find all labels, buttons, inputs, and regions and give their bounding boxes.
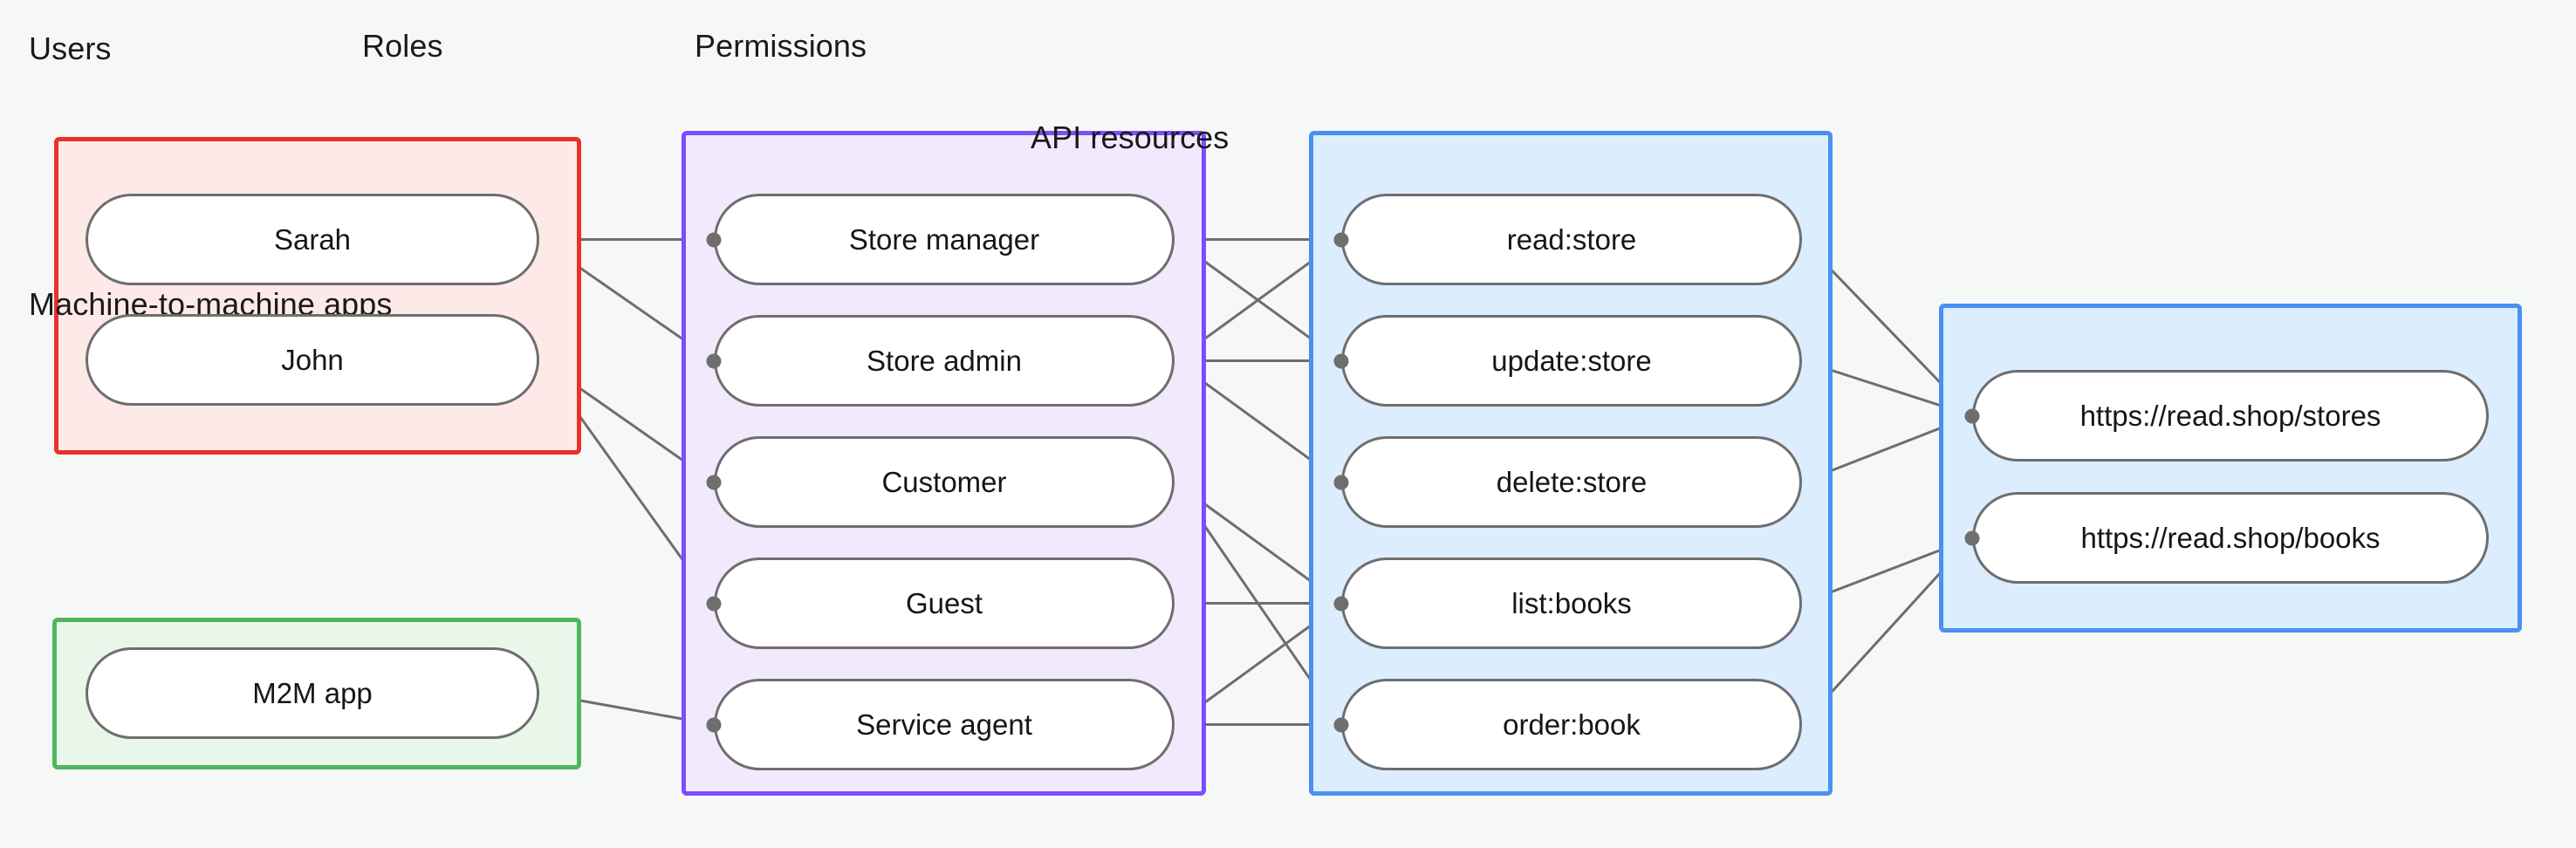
group-label-api: API resources [1031,120,1230,155]
group-label-permissions: Permissions [695,28,867,64]
node-label-read_store: read:store [1506,222,1637,256]
node-order_book[interactable]: order:book [1341,679,1802,770]
node-store_admin[interactable]: Store admin [714,315,1175,407]
node-label-service_agent: Service agent [856,708,1032,741]
node-label-list_books: list:books [1511,586,1632,619]
group-label-users: Users [29,31,112,66]
node-john[interactable]: John [86,314,539,406]
node-list_books[interactable]: list:books [1341,557,1802,649]
node-label-store_manager: Store manager [848,222,1040,256]
port-dot-order_book [1333,717,1349,732]
port-dot-customer [706,475,722,489]
port-dot-res_books [1964,530,1980,545]
port-dot-list_books [1333,596,1349,611]
node-label-res_stores: https://read.shop/stores [2079,399,2381,432]
port-dot-read_store [1333,232,1349,247]
port-dot-store_manager [706,232,722,247]
node-label-customer: Customer [881,465,1007,498]
node-label-guest: Guest [905,586,983,619]
node-guest[interactable]: Guest [714,557,1175,649]
port-dot-delete_store [1333,475,1349,489]
node-read_store[interactable]: read:store [1341,194,1802,285]
node-service_agent[interactable]: Service agent [714,679,1175,770]
node-store_manager[interactable]: Store manager [714,194,1175,285]
node-label-update_store: update:store [1491,344,1652,377]
node-label-res_books: https://read.shop/books [2080,521,2381,554]
port-dot-res_stores [1964,408,1980,423]
port-dot-update_store [1333,353,1349,368]
port-dot-service_agent [706,717,722,732]
node-res_books[interactable]: https://read.shop/books [1972,492,2489,584]
node-label-store_admin: Store admin [867,344,1022,377]
node-sarah[interactable]: Sarah [86,194,539,285]
node-update_store[interactable]: update:store [1341,315,1802,407]
node-label-order_book: order:book [1503,708,1641,741]
node-customer[interactable]: Customer [714,436,1175,528]
node-m2m_app[interactable]: M2M app [86,647,539,739]
node-label-john: John [281,343,344,376]
port-dot-guest [706,596,722,611]
node-label-sarah: Sarah [273,222,352,256]
node-delete_store[interactable]: delete:store [1341,436,1802,528]
node-res_stores[interactable]: https://read.shop/stores [1972,370,2489,462]
group-label-roles: Roles [362,28,443,64]
node-label-delete_store: delete:store [1496,465,1648,498]
node-label-m2m_app: M2M app [252,676,373,709]
port-dot-store_admin [706,353,722,368]
